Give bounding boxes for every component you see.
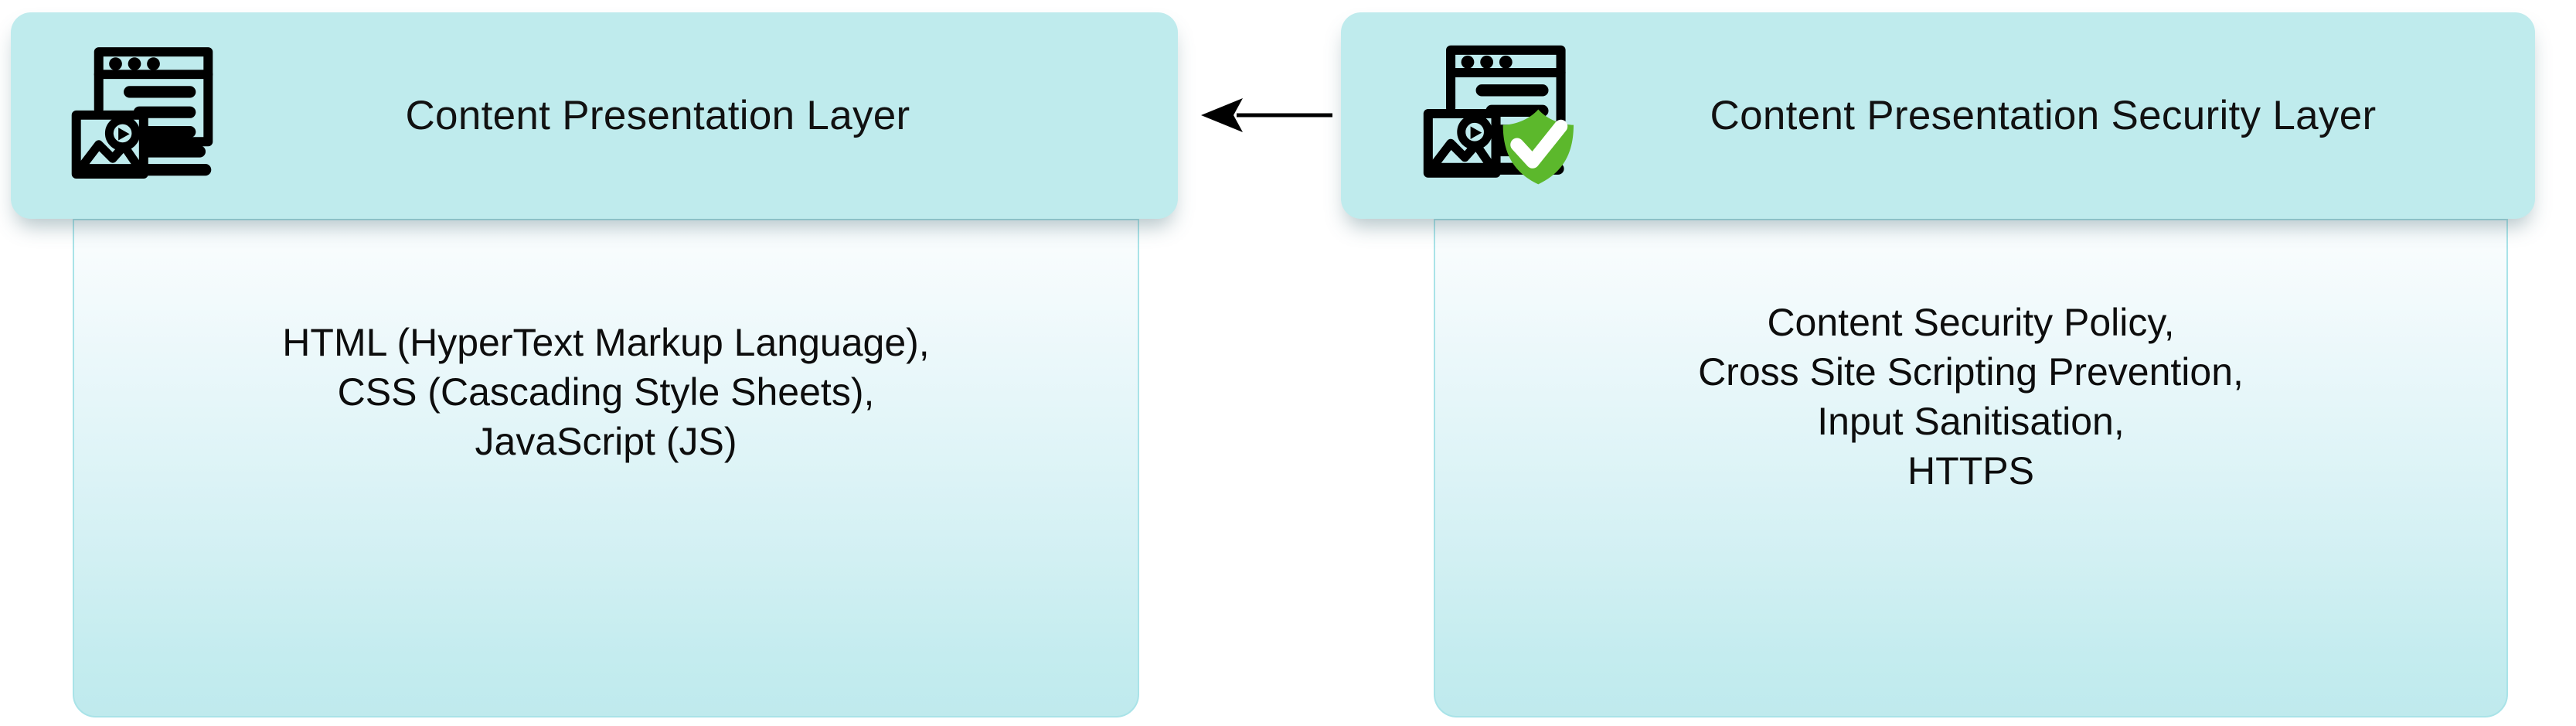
arrow-security-to-presentation (1196, 97, 1336, 133)
layer-body-text-content-presentation: HTML (HyperText Markup Language), CSS (C… (74, 220, 1138, 466)
body-line: CSS (Cascading Style Sheets), (337, 370, 875, 414)
layer-title-content-presentation: Content Presentation Layer (405, 93, 910, 138)
layer-block-content-presentation-security: Content Security Policy, Cross Site Scri… (1341, 12, 2535, 717)
layer-body-content-presentation-security: Content Security Policy, Cross Site Scri… (1434, 219, 2508, 717)
body-line: Input Sanitisation, (1817, 400, 2125, 443)
layer-title-content-presentation-security: Content Presentation Security Layer (1710, 93, 2377, 138)
layer-header-content-presentation-security[interactable]: Content Presentation Security Layer (1341, 12, 2535, 219)
body-line: HTTPS (1907, 449, 2034, 493)
body-line: HTML (HyperText Markup Language), (282, 321, 930, 364)
layer-body-text-content-presentation-security: Content Security Policy, Cross Site Scri… (1435, 220, 2506, 496)
body-line: Content Security Policy, (1767, 301, 2175, 344)
webpage-content-shield-check-icon (1418, 40, 1582, 191)
layer-body-content-presentation: HTML (HyperText Markup Language), CSS (C… (73, 219, 1139, 717)
layer-block-content-presentation: HTML (HyperText Markup Language), CSS (C… (11, 12, 1178, 717)
body-line: Cross Site Scripting Prevention, (1698, 350, 2244, 394)
webpage-content-icon (66, 42, 218, 189)
body-line: JavaScript (JS) (475, 420, 737, 463)
layer-header-content-presentation[interactable]: Content Presentation Layer (11, 12, 1178, 219)
shield-check-badge (1502, 109, 1574, 185)
